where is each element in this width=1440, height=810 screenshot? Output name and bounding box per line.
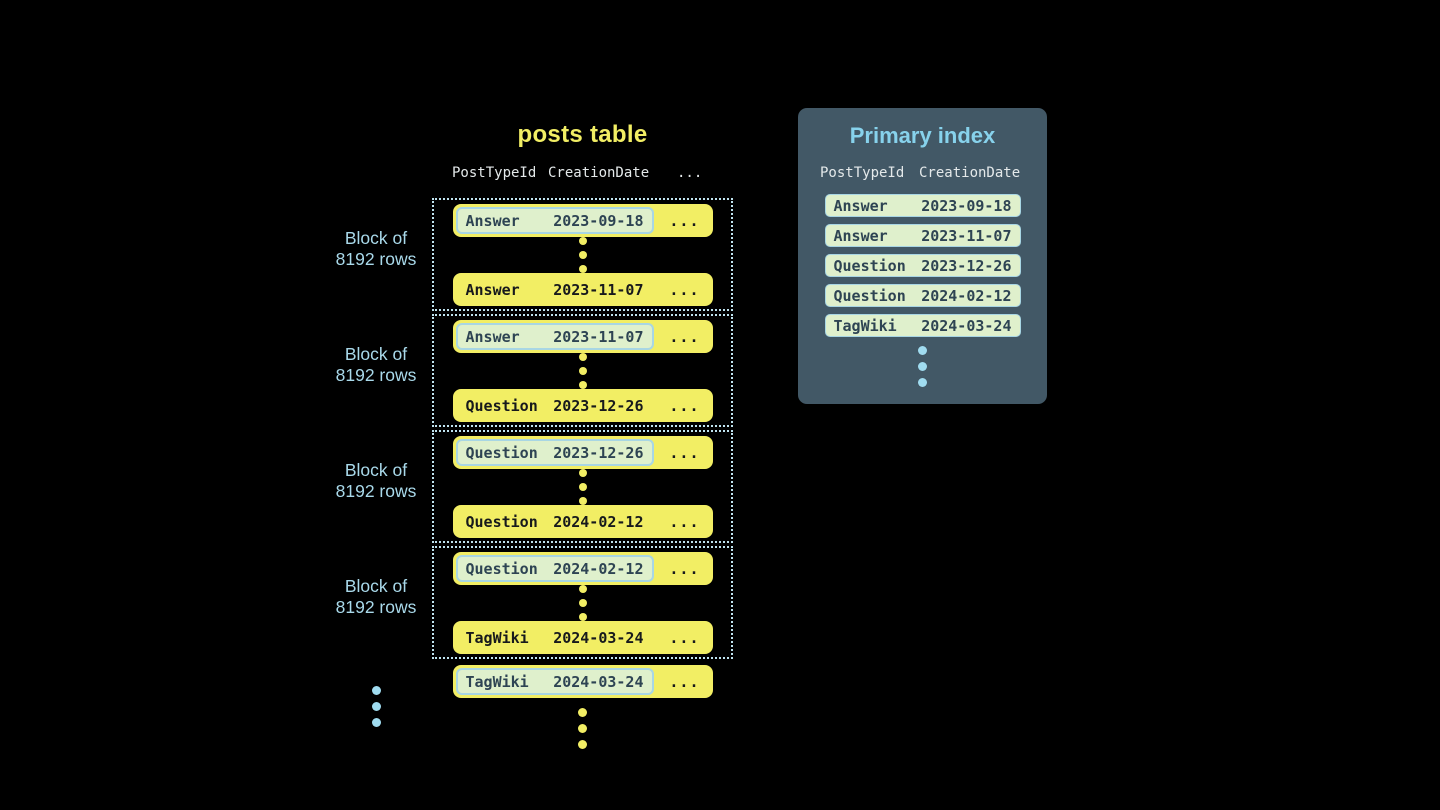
table-row: Answer 2023-09-18 ... (452, 204, 713, 237)
index-entry-highlight: Question 2024-02-12 (455, 555, 654, 582)
cell-posttypeid: TagWiki (833, 316, 897, 335)
blocks-container: Answer 2023-09-18 ... Answer 2023-11-07 … (432, 198, 733, 659)
row-ellipsis: ... (669, 327, 700, 346)
table-row: Question 2023-12-26 ... (452, 436, 713, 469)
column-header-posttypeid: PostTypeId (820, 165, 905, 181)
cell-creationdate: 2024-03-24 (553, 628, 644, 647)
cell-creationdate: 2024-02-12 (553, 512, 644, 531)
column-header-more: ... (677, 165, 703, 181)
primary-index-title: Primary index (849, 123, 996, 148)
rows-block-3: Question 2023-12-26 ... Question 2024-02… (432, 430, 733, 543)
cell-posttypeid: Question (833, 256, 906, 275)
column-header-creationdate: CreationDate (548, 165, 650, 181)
row-values: Question 2024-02-12 (456, 508, 654, 535)
row-ellipsis: ... (669, 559, 700, 578)
column-header-posttypeid: PostTypeId (452, 165, 537, 181)
rows-ellipsis-dots (578, 237, 587, 273)
more-blocks-ellipsis-dots (316, 686, 436, 727)
cell-creationdate: 2023-11-07 (553, 327, 644, 346)
cell-posttypeid: Answer (465, 280, 520, 299)
posts-table-title: posts table (517, 121, 648, 148)
cell-posttypeid: Answer (465, 327, 520, 346)
cell-posttypeid: TagWiki (465, 628, 529, 647)
primary-index-column-headers: PostTypeId CreationDate (798, 165, 1047, 183)
cell-creationdate: 2023-09-18 (553, 211, 644, 230)
block-label-line2: 8192 rows (335, 248, 417, 269)
cell-creationdate: 2023-09-18 (921, 196, 1012, 215)
cell-posttypeid: Question (465, 512, 538, 531)
more-rows-ellipsis-dots (432, 708, 733, 749)
cell-creationdate: 2024-02-12 (553, 559, 644, 578)
cell-creationdate: 2024-03-24 (921, 316, 1012, 335)
index-entry: Answer 2023-09-18 (824, 194, 1021, 217)
cell-posttypeid: TagWiki (465, 672, 529, 691)
row-ellipsis: ... (669, 396, 700, 415)
block-label: Block of 8192 rows (316, 424, 436, 537)
index-entry: Answer 2023-11-07 (824, 224, 1021, 247)
rows-block-2: Answer 2023-11-07 ... Question 2023-12-2… (432, 314, 733, 427)
posts-table: posts table PostTypeId CreationDate ... … (432, 120, 733, 749)
block-label-line1: Block of (344, 343, 408, 364)
table-row-tail: TagWiki 2024-03-24 ... (452, 665, 713, 698)
cell-creationdate: 2024-02-12 (921, 286, 1012, 305)
index-entry: Question 2024-02-12 (824, 284, 1021, 307)
posts-table-column-headers: PostTypeId CreationDate ... (432, 165, 733, 185)
row-values: Question 2023-12-26 (456, 392, 654, 419)
table-row: Question 2024-02-12 ... (452, 505, 713, 538)
table-row: TagWiki 2024-03-24 ... (452, 621, 713, 654)
row-ellipsis: ... (669, 443, 700, 462)
rows-ellipsis-dots (578, 353, 587, 389)
cell-creationdate: 2023-12-26 (553, 443, 644, 462)
cell-posttypeid: Question (465, 396, 538, 415)
row-values: Answer 2023-11-07 (456, 276, 654, 303)
rows-block-1: Answer 2023-09-18 ... Answer 2023-11-07 … (432, 198, 733, 311)
row-values: TagWiki 2024-03-24 (456, 624, 654, 651)
row-ellipsis: ... (669, 211, 700, 230)
index-entry: Question 2023-12-26 (824, 254, 1021, 277)
table-row: Question 2023-12-26 ... (452, 389, 713, 422)
block-label-line2: 8192 rows (335, 480, 417, 501)
cell-creationdate: 2023-11-07 (553, 280, 644, 299)
index-entry-highlight: Answer 2023-09-18 (455, 207, 654, 234)
table-row: Answer 2023-11-07 ... (452, 320, 713, 353)
cell-posttypeid: Question (465, 559, 538, 578)
row-ellipsis: ... (669, 280, 700, 299)
cell-creationdate: 2023-11-07 (921, 226, 1012, 245)
row-ellipsis: ... (669, 628, 700, 647)
index-entry-highlight: Question 2023-12-26 (455, 439, 654, 466)
index-entry-highlight: Answer 2023-11-07 (455, 323, 654, 350)
index-entry: TagWiki 2024-03-24 (824, 314, 1021, 337)
cell-posttypeid: Answer (833, 226, 888, 245)
column-header-creationdate: CreationDate (919, 165, 1021, 181)
rows-ellipsis-dots (578, 469, 587, 505)
table-row: Question 2024-02-12 ... (452, 552, 713, 585)
cell-creationdate: 2023-12-26 (553, 396, 644, 415)
cell-posttypeid: Question (465, 443, 538, 462)
rows-ellipsis-dots (578, 585, 587, 621)
rows-block-4: Question 2024-02-12 ... TagWiki 2024-03-… (432, 546, 733, 659)
block-label: Block of 8192 rows (316, 540, 436, 653)
row-ellipsis: ... (669, 512, 700, 531)
block-label-line2: 8192 rows (335, 364, 417, 385)
primary-index-rows: Answer 2023-09-18 Answer 2023-11-07 Ques… (798, 194, 1047, 337)
block-label-line1: Block of (344, 227, 408, 248)
more-index-entries-ellipsis-dots (798, 346, 1047, 387)
primary-index-panel: Primary index PostTypeId CreationDate An… (798, 108, 1047, 404)
cell-posttypeid: Question (833, 286, 906, 305)
block-label: Block of 8192 rows (316, 192, 436, 305)
table-row: Answer 2023-11-07 ... (452, 273, 713, 306)
cell-creationdate: 2024-03-24 (553, 672, 644, 691)
cell-creationdate: 2023-12-26 (921, 256, 1012, 275)
block-label-line1: Block of (344, 459, 408, 480)
index-entry-highlight: TagWiki 2024-03-24 (455, 668, 654, 695)
block-label-line1: Block of (344, 575, 408, 596)
block-label-line2: 8192 rows (335, 596, 417, 617)
cell-posttypeid: Answer (833, 196, 888, 215)
block-labels-column: Block of 8192 rows Block of 8192 rows Bl… (316, 192, 436, 727)
row-ellipsis: ... (669, 672, 700, 691)
block-label: Block of 8192 rows (316, 308, 436, 421)
cell-posttypeid: Answer (465, 211, 520, 230)
